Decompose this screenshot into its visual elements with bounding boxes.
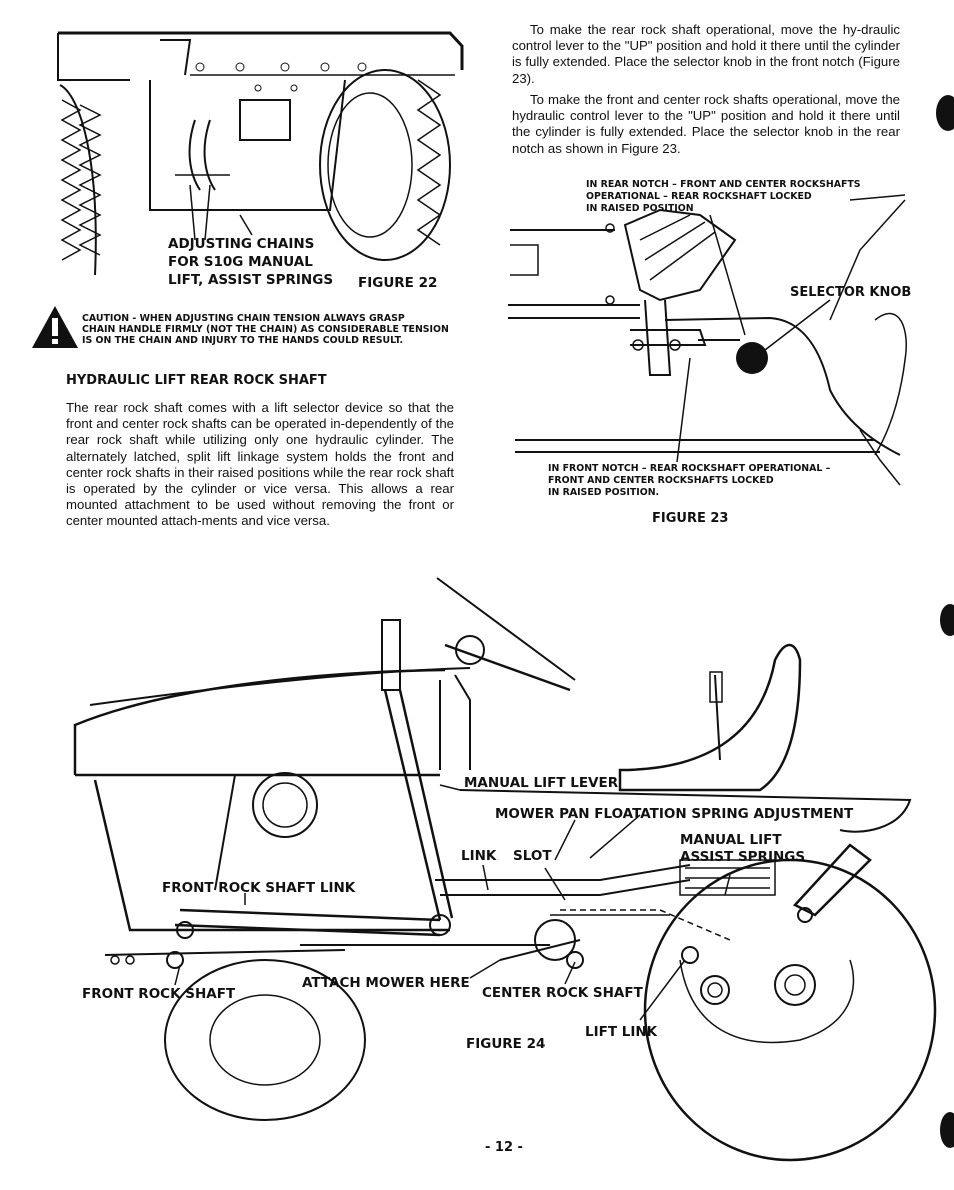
- figure-22-callout-line1: ADJUSTING CHAINS: [168, 236, 315, 252]
- figure-24-attach-mower-here: ATTACH MOWER HERE: [302, 975, 470, 991]
- caution-line3: IS ON THE CHAIN AND INJURY TO THE HANDS …: [82, 335, 404, 346]
- caution-line2: CHAIN HANDLE FIRMLY (NOT THE CHAIN) AS C…: [82, 324, 449, 335]
- figure-23-selector-knob-label: SELECTOR KNOB: [790, 285, 912, 300]
- figure-23-top-callout-line2: OPERATIONAL – REAR ROCKSHAFT LOCKED: [586, 191, 812, 202]
- figure-24-manual-lift-assist-line2: ASSIST SPRINGS: [680, 849, 806, 865]
- figure-23-caption: FIGURE 23: [652, 511, 729, 526]
- warning-triangle-icon: [32, 306, 78, 348]
- page-number: - 12 -: [485, 1140, 523, 1155]
- binding-hole-mark: [936, 95, 954, 131]
- figure-24-manual-lift-lever: MANUAL LIFT LEVER: [464, 775, 619, 791]
- binding-hole-mark: [940, 1112, 954, 1148]
- section-paragraph: The rear rock shaft comes with a lift se…: [66, 400, 454, 529]
- figure-23-bottom-callout-line2: FRONT AND CENTER ROCKSHAFTS LOCKED: [548, 475, 774, 486]
- figure-22-callout-line3: LIFT, ASSIST SPRINGS: [168, 272, 334, 288]
- figure-24-slot: SLOT: [513, 848, 552, 864]
- figure-24-front-rock-shaft-link: FRONT ROCK SHAFT LINK: [162, 880, 356, 896]
- figure-22-caption: FIGURE 22: [358, 275, 438, 291]
- figure-24-mower-pan: MOWER PAN FLOATATION SPRING ADJUSTMENT: [495, 806, 854, 822]
- figure-24-manual-lift-assist-line1: MANUAL LIFT: [680, 832, 782, 848]
- figure-23-top-callout-line3: IN RAISED POSITION: [586, 203, 694, 214]
- figure-23-bottom-callout-line3: IN RAISED POSITION.: [548, 487, 660, 498]
- caution-line1: CAUTION - WHEN ADJUSTING CHAIN TENSION A…: [82, 313, 405, 324]
- figure-24-link: LINK: [461, 848, 497, 864]
- figure-23-bottom-callout-line1: IN FRONT NOTCH – REAR ROCKSHAFT OPERATIO…: [548, 463, 831, 474]
- figure-24-center-rock-shaft: CENTER ROCK SHAFT: [482, 985, 643, 1001]
- right-paragraph-1: To make the rear rock shaft operational,…: [512, 22, 900, 86]
- figure-24-front-rock-shaft: FRONT ROCK SHAFT: [82, 986, 236, 1002]
- right-paragraph-2: To make the front and center rock shafts…: [512, 92, 900, 156]
- figure-24-caption: FIGURE 24: [466, 1036, 546, 1052]
- figure-22-callout-line2: FOR S10G MANUAL: [168, 254, 313, 270]
- figure-24-lift-link: LIFT LINK: [585, 1024, 658, 1040]
- binding-hole-mark: [940, 604, 954, 636]
- figure-23-top-callout-line1: IN REAR NOTCH – FRONT AND CENTER ROCKSHA…: [586, 179, 861, 190]
- section-heading: HYDRAULIC LIFT REAR ROCK SHAFT: [66, 373, 327, 388]
